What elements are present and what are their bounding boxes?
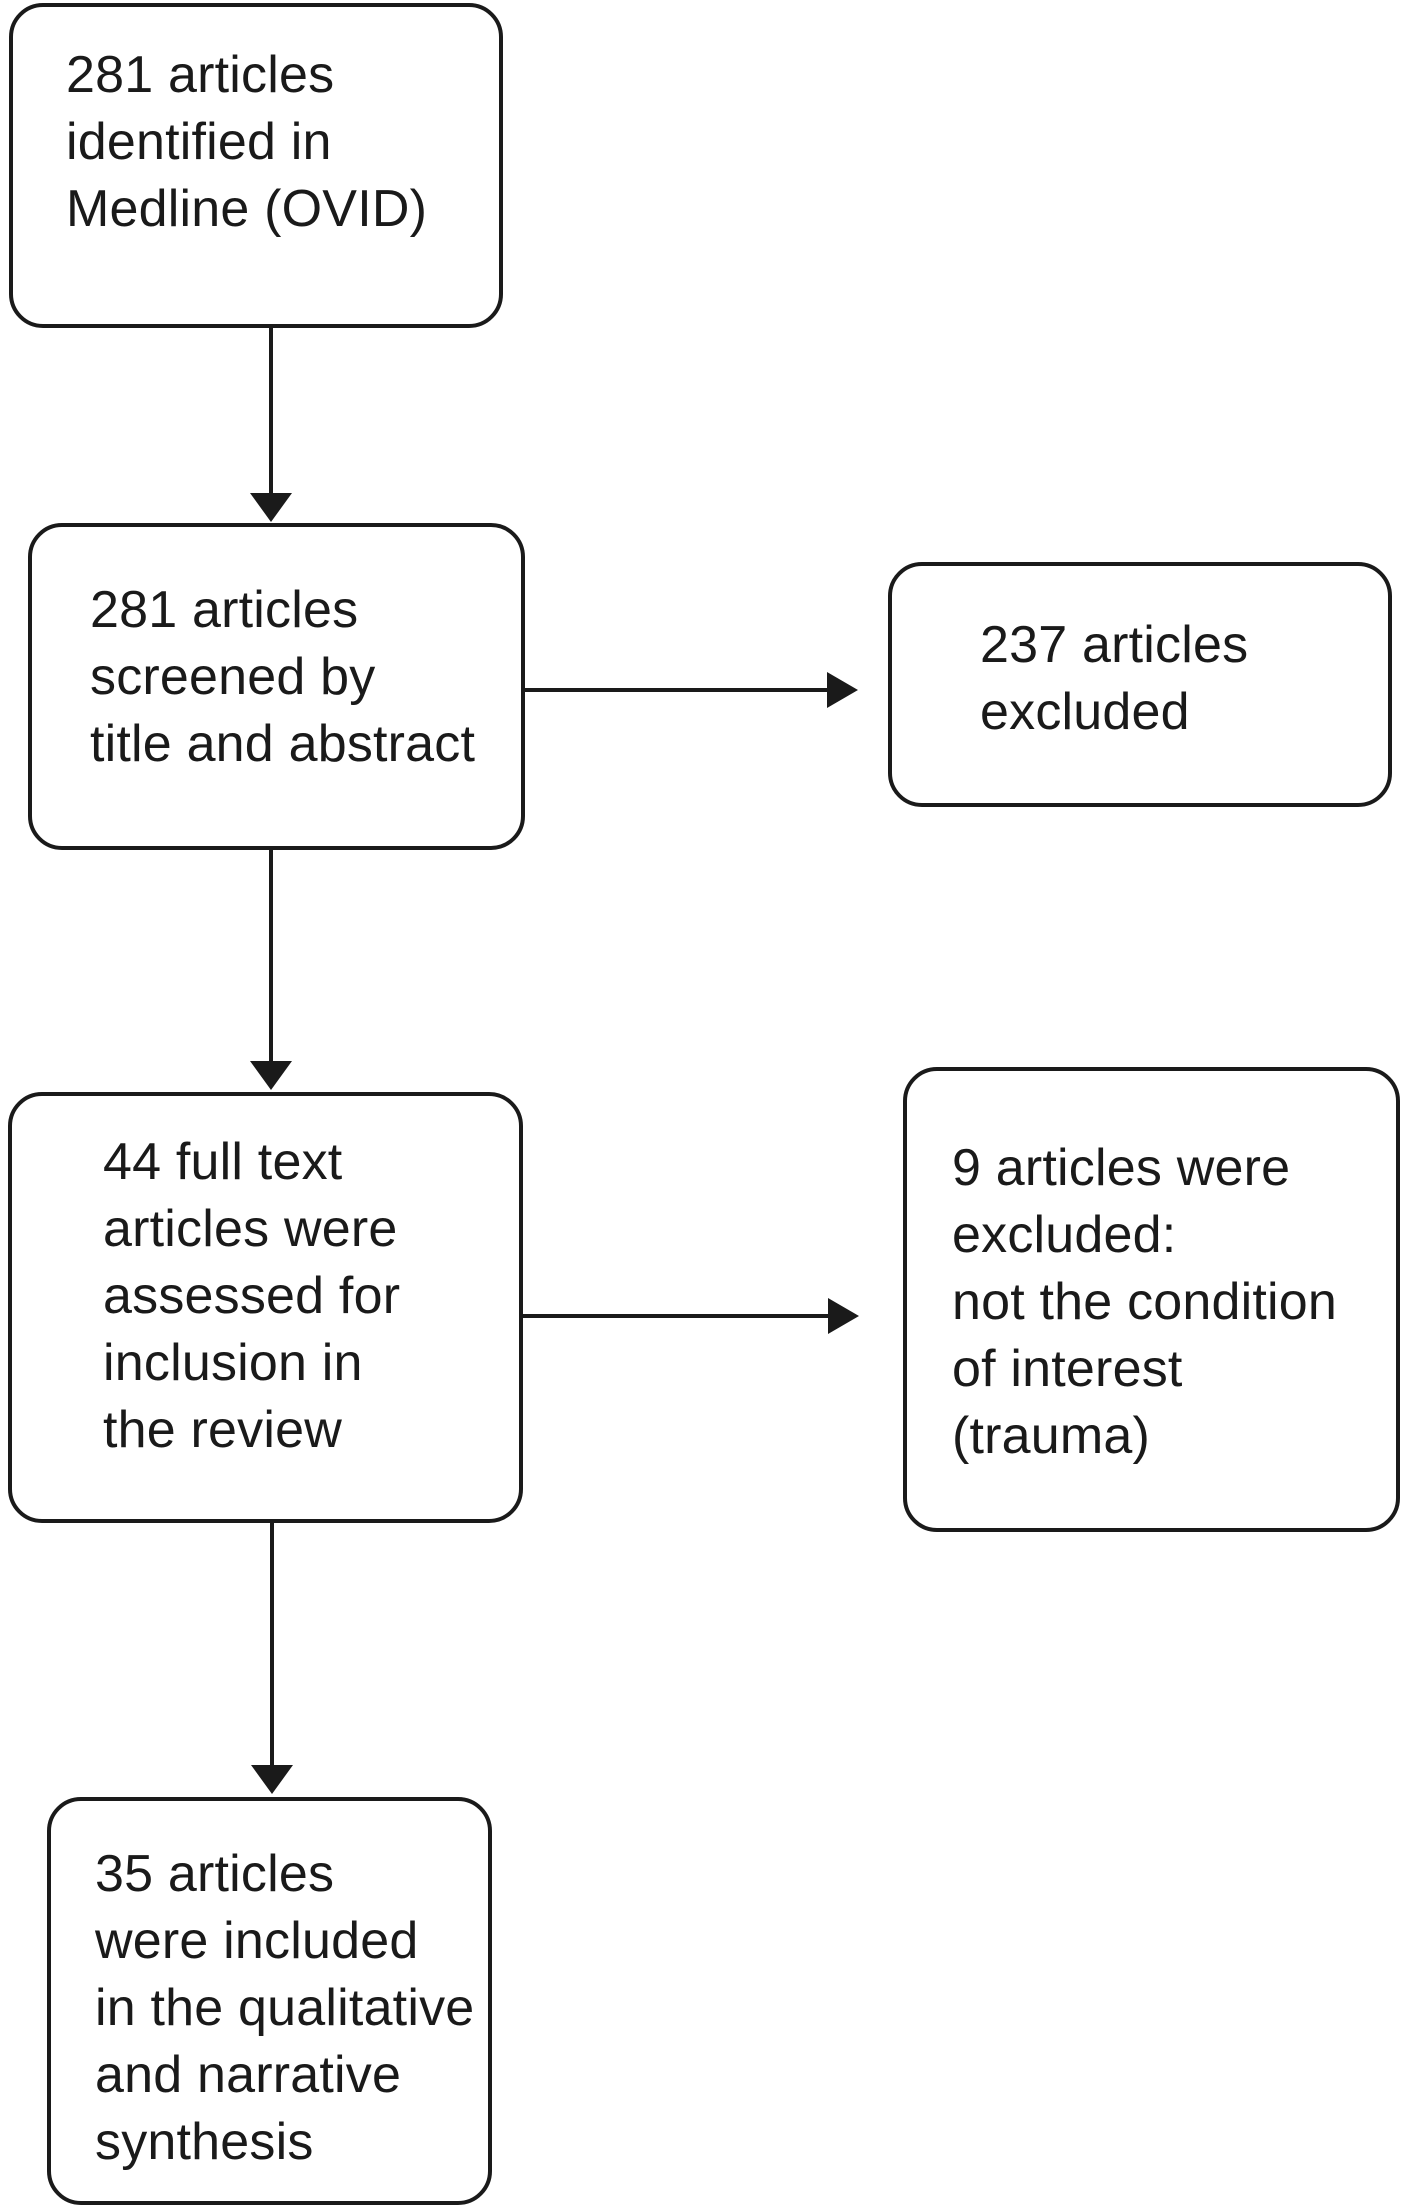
arrow-screened-to-excluded (525, 672, 858, 708)
node-text-line: assessed for (103, 1267, 401, 1325)
node-text-line: articles were (103, 1200, 398, 1258)
node-identified: 281 articles identified in Medline (OVID… (9, 3, 503, 328)
node-text-line: the review (103, 1401, 342, 1459)
node-excluded-screening: 237 articles excluded (888, 562, 1392, 807)
arrow-fulltext-to-included (251, 1523, 293, 1794)
node-text-line: inclusion in (103, 1334, 363, 1392)
node-text-line: identified in (66, 113, 332, 171)
node-text-line: (trauma) (952, 1407, 1151, 1465)
node-text-line: 281 articles (66, 46, 335, 104)
node-text-line: 35 articles (95, 1845, 335, 1903)
node-text-line: were included (95, 1912, 419, 1970)
arrow-fulltext-to-excluded (523, 1298, 859, 1334)
node-text-line: title and abstract (90, 715, 476, 773)
node-text-line: 281 articles (90, 581, 359, 639)
node-text-line: screened by (90, 648, 376, 706)
node-text-line: excluded: (952, 1206, 1177, 1264)
node-fulltext-assessed: 44 full text articles were assessed for … (8, 1092, 523, 1523)
node-text-line: not the condition (952, 1273, 1338, 1331)
node-text-line: synthesis (95, 2113, 314, 2171)
node-excluded-fulltext: 9 articles were excluded: not the condit… (903, 1067, 1400, 1532)
node-text-line: 237 articles (980, 616, 1249, 674)
node-included: 35 articles were included in the qualita… (47, 1797, 492, 2205)
node-text-line: excluded (980, 683, 1190, 741)
node-text-line: 9 articles were (952, 1139, 1291, 1197)
node-text-line: in the qualitative (95, 1979, 475, 2037)
node-text-line: Medline (OVID) (66, 180, 428, 238)
arrow-screened-to-fulltext (250, 848, 292, 1090)
node-text-line: of interest (952, 1340, 1183, 1398)
node-screened: 281 articles screened by title and abstr… (28, 523, 525, 850)
arrow-identified-to-screened (250, 328, 292, 522)
node-text-line: and narrative (95, 2046, 402, 2104)
node-text-line: 44 full text (103, 1133, 343, 1191)
